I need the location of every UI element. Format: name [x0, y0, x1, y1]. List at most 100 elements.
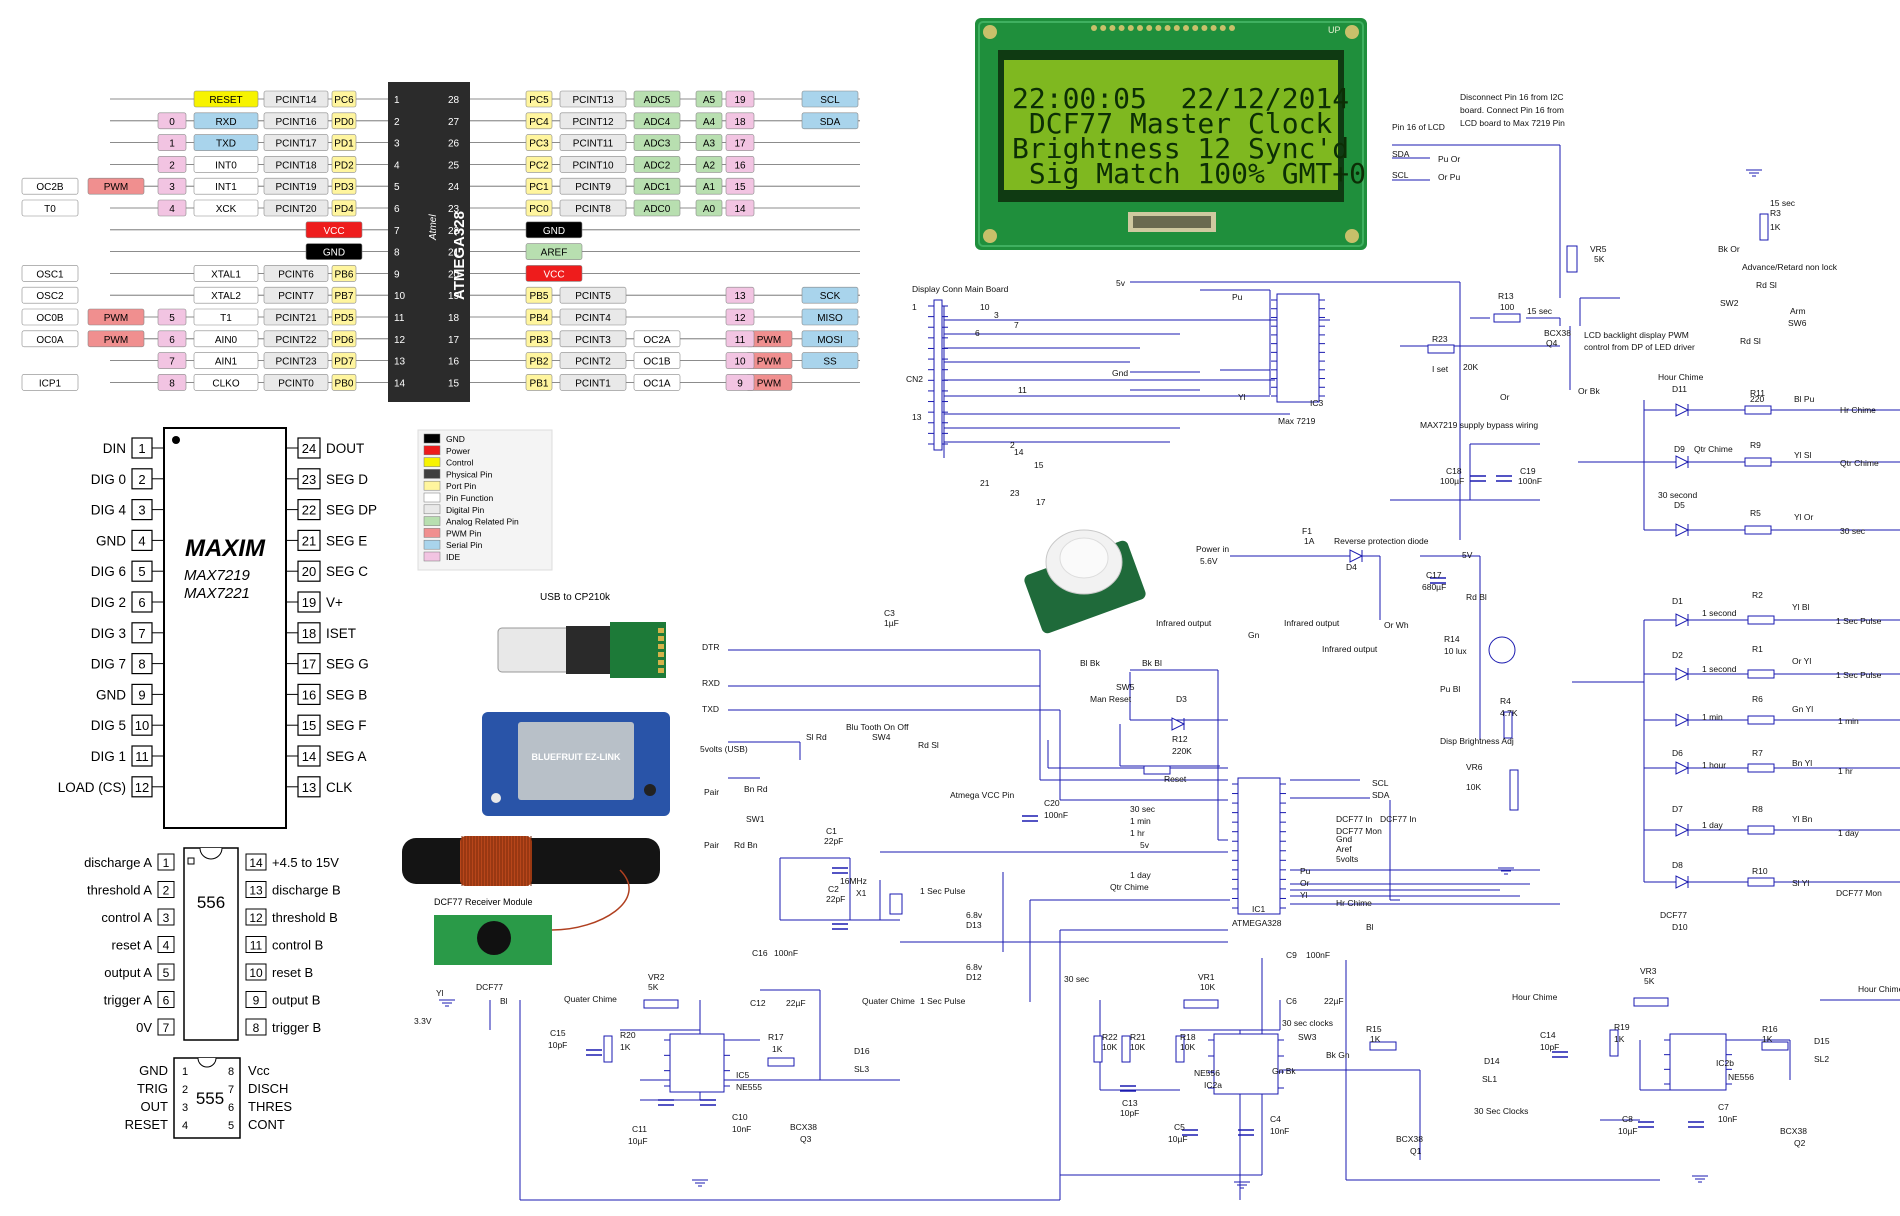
label-r18: R18: [1180, 1032, 1196, 1042]
atmega-ide-23: 14: [734, 204, 746, 215]
atmega-port-11: PD5: [334, 313, 354, 324]
label-dcf77-mon: DCF77 Mon: [1836, 888, 1882, 898]
legend-label-4: Port Pin: [446, 481, 477, 491]
max-pin-16: SEG B: [326, 687, 367, 702]
label-c14v: 10pF: [1540, 1042, 1559, 1052]
ic556-pin-1: discharge A: [84, 855, 152, 870]
legend-swatch-9: [423, 539, 441, 550]
label-c1: C1: [826, 826, 837, 836]
label-n6: 6: [975, 328, 980, 338]
atmega-ide-15: 9: [737, 378, 743, 389]
label-infra2: Infrared output: [1284, 618, 1340, 628]
label-max7219-ref: Max 7219: [1278, 416, 1316, 426]
label-r21: R21: [1130, 1032, 1146, 1042]
atmega-analog-25-box: [633, 156, 681, 173]
atmega-port-19-box: [525, 286, 553, 304]
max-pin-3: DIG 4: [91, 503, 127, 518]
legend-swatch-5: [423, 492, 441, 503]
lcd-line-1: 22:00:05 22/12/2014: [1012, 82, 1349, 115]
atmega-ide-26: 17: [734, 139, 746, 150]
label-dtr: DTR: [702, 642, 719, 652]
label-one-sec-pulse: 1 Sec Pulse: [920, 886, 966, 896]
atmega-port-25: PC2: [529, 160, 549, 171]
label-c1v: 22pF: [824, 836, 843, 846]
atmega-port-1-box: [331, 90, 357, 108]
label-f1v: 1A: [1304, 536, 1315, 546]
atmega-ide-25-box: [725, 156, 755, 173]
label-r21v: 10K: [1130, 1042, 1145, 1052]
max-pin-num-12: 12: [135, 780, 149, 795]
label-d1: D1: [1672, 596, 1683, 606]
atmega-func-12-box: [193, 330, 259, 348]
max-pin-num-10: 10: [135, 718, 149, 733]
max-pin-20: SEG C: [326, 564, 368, 579]
label-c2: C2: [828, 884, 839, 894]
lcd-line-4: Sig Match 100% GMT+0: [1012, 157, 1366, 190]
atmega-pwm-12-box: [87, 330, 145, 348]
atmega-pin-7: 7: [394, 226, 400, 237]
label-c17v: 680µF: [1422, 582, 1446, 592]
resistor-r10: [1747, 877, 1775, 887]
label-one-sec-pulse3: 1 Sec Pulse: [1836, 616, 1882, 626]
label-r15v: 1K: [1370, 1034, 1381, 1044]
label-sl-yl: Sl Yl: [1792, 878, 1809, 888]
label-c20v: 100nF: [1044, 810, 1068, 820]
ic556-pin-num-13: 13: [249, 884, 263, 898]
label-c4v: 10nF: [1270, 1126, 1289, 1136]
atmega-port-15: PB1: [530, 378, 549, 389]
max-pin-num-7: 7: [138, 626, 145, 641]
label-c13: C13: [1122, 1098, 1138, 1108]
schematic-components: [439, 169, 1789, 1189]
label-n13: 13: [912, 412, 922, 422]
atmega-pcint-14-box: [263, 374, 329, 391]
atmega-pcint-17: PCINT3: [575, 335, 611, 346]
label-dcf-mon: DCF77 Mon: [1336, 826, 1382, 836]
atmega-power-7: VCC: [323, 226, 344, 237]
resistor-r23: [1427, 344, 1455, 354]
atmega-extra-14-box: [21, 374, 79, 391]
atmega-serial-16: SS: [823, 357, 837, 368]
atmega-pcint-28: PCINT13: [572, 95, 614, 106]
atmega-pcint-13-box: [263, 352, 329, 369]
label-d9: D9: [1674, 444, 1685, 454]
label-c9: C9: [1286, 950, 1297, 960]
label-vr3: VR3: [1640, 966, 1657, 976]
legend-swatch-1: [423, 445, 441, 456]
atmega-extra-6-box: [21, 199, 79, 217]
max-pin-num-19: 19: [302, 595, 316, 610]
atmega-serial-18-box: [801, 308, 859, 326]
atmega-a-27-box: [695, 112, 723, 130]
label-aref: Aref: [1336, 844, 1352, 854]
atmega-pcint-18-box: [559, 308, 627, 326]
atmega-port-17-box: [525, 330, 553, 348]
atmega-pcint-3: PCINT17: [275, 139, 317, 150]
atmega-port-10-box: [331, 286, 357, 304]
atmega-pcint-27: PCINT12: [572, 117, 614, 128]
atmega-extra-6: T0: [44, 204, 56, 215]
atmega-pinout: ATMEGA328Atmel1PC6PCINT14RESET2PD0PCINT1…: [21, 82, 860, 402]
label-vr1: VR1: [1198, 972, 1215, 982]
label-ne556b: NE556: [1728, 1072, 1754, 1082]
atmega-pcint-19-box: [559, 286, 627, 304]
label-r12v: 220K: [1172, 746, 1192, 756]
label-r20v: 1K: [620, 1042, 631, 1052]
max-pin-18: ISET: [326, 626, 356, 641]
label-c6: C6: [1286, 996, 1297, 1006]
label-ic3: IC3: [1310, 398, 1324, 408]
atmega-pcint-28-box: [559, 90, 627, 108]
label-r19v: 1K: [1614, 1034, 1625, 1044]
atmega-ide-28: 19: [734, 95, 746, 106]
label-d14: D14: [1484, 1056, 1500, 1066]
label-bc38-q4: BCX38: [1544, 328, 1571, 338]
label-v68b: 6.8v: [966, 962, 983, 972]
atmega-a-27: A4: [703, 117, 716, 128]
atmega-power-21: AREF: [541, 248, 568, 259]
resistor-r16: [1761, 1041, 1789, 1051]
atmega-ide-5: 3: [169, 182, 175, 193]
label-sw6: SW6: [1788, 318, 1807, 328]
atmega-pcint-1-box: [263, 90, 329, 108]
atmega-extra-11: OC0B: [36, 313, 64, 324]
diode-d6: [1675, 761, 1690, 775]
label-d3: D3: [1176, 694, 1187, 704]
atmega-func-15: OC1A: [643, 378, 671, 389]
